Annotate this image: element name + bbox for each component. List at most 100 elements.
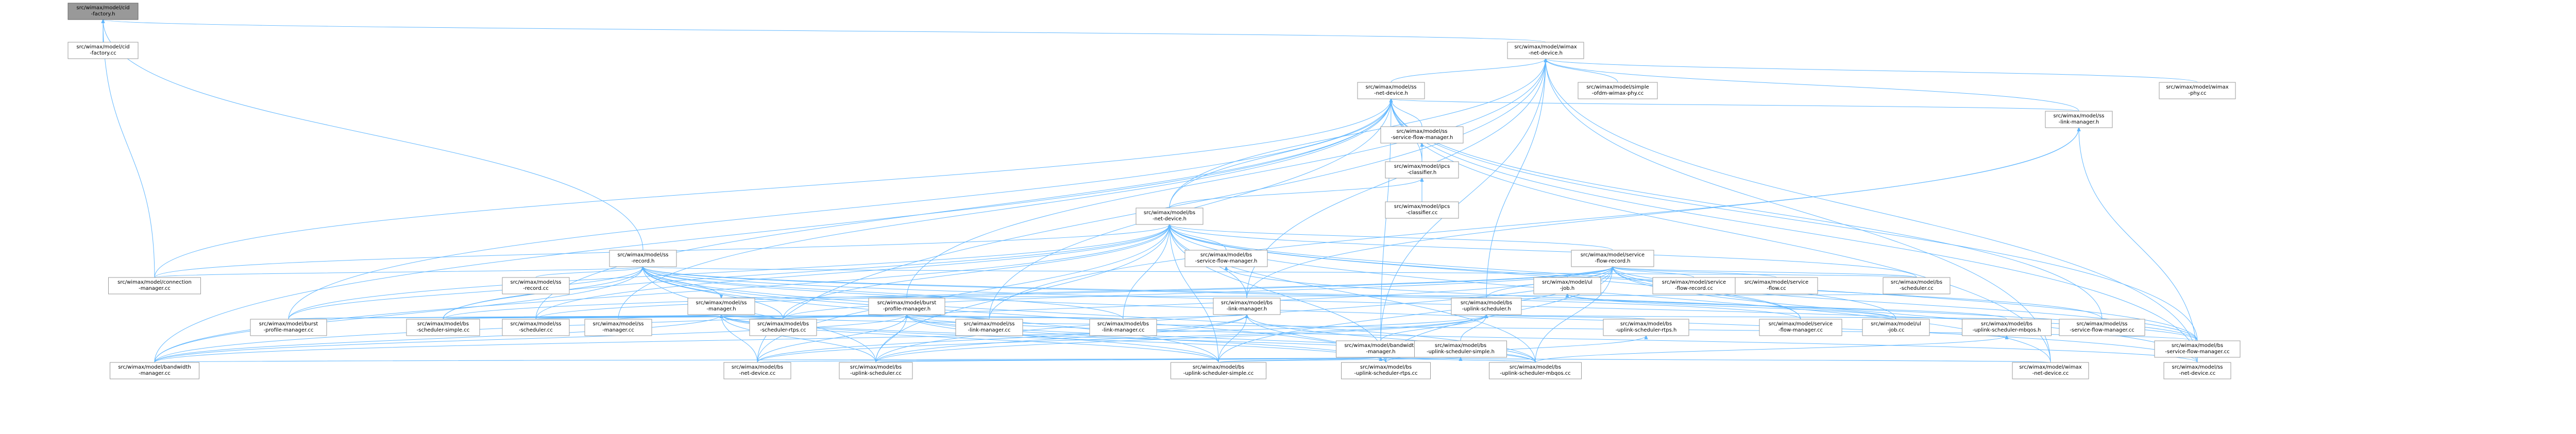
edge-bsussimcc-to-bsussimh bbox=[1218, 357, 1461, 363]
node-sslmh[interactable]: src/wimax/model/ss-link-manager.h bbox=[2045, 111, 2113, 128]
edge-bslmcc-to-bslmh bbox=[1123, 315, 1247, 320]
node-ssfmcc[interactable]: src/wimax/model/ss-service-flow-manager.… bbox=[2059, 319, 2145, 336]
edge-sfmcc-to-bsnd bbox=[1170, 224, 1801, 320]
node-ulpdh[interactable]: src/wimax/model/ul-job.h bbox=[1533, 277, 1601, 294]
edge-bsuscc-to-bsush bbox=[875, 315, 1486, 363]
node-label: -net-device.h bbox=[1153, 216, 1187, 222]
node-wnd[interactable]: src/wimax/model/wimax-net-device.h bbox=[1507, 42, 1584, 59]
node-box bbox=[1184, 250, 1268, 267]
node-sfrech[interactable]: src/wimax/model/service-flow-record.h bbox=[1571, 250, 1654, 267]
node-bsusmbqoscc[interactable]: src/wimax/model/bs-uplink-scheduler-mbqo… bbox=[1489, 362, 1582, 379]
edge-bsussimcc-to-bslmh bbox=[1218, 315, 1247, 363]
node-label: src/wimax/model/bs bbox=[1620, 321, 1672, 327]
node-box bbox=[1213, 298, 1281, 315]
edge-conncc-to-ssrech bbox=[154, 267, 643, 278]
node-sfreccc[interactable]: src/wimax/model/service-flow-record.cc bbox=[1652, 277, 1736, 294]
edge-bwmcc-to-ssrech bbox=[154, 267, 643, 363]
node-label: -job.h bbox=[1560, 286, 1574, 291]
node-wphy[interactable]: src/wimax/model/wimax-phy.cc bbox=[2159, 82, 2236, 99]
node-label: src/wimax/model/bs bbox=[732, 364, 783, 370]
node-bsnd[interactable]: src/wimax/model/bs-net-device.h bbox=[1136, 207, 1204, 225]
node-ssreccc[interactable]: src/wimax/model/ss-record.cc bbox=[502, 277, 570, 294]
edge-bsndcc-to-bslmh bbox=[757, 315, 1247, 363]
node-ssschcc[interactable]: src/wimax/model/ss-scheduler.cc bbox=[502, 319, 570, 336]
node-ffcc[interactable]: src/wimax/model/cid-factory.cc bbox=[67, 42, 139, 59]
node-label: -ofdm-wimax-phy.cc bbox=[1592, 91, 1644, 96]
node-ulpdcc[interactable]: src/wimax/model/ul-job.cc bbox=[1862, 319, 1930, 336]
node-label: src/wimax/model/bandwidth bbox=[1344, 343, 1417, 349]
edge-wndcc-to-bwmh bbox=[1381, 357, 2051, 363]
node-bsfmcc[interactable]: src/wimax/model/bs-service-flow-manager.… bbox=[2154, 340, 2241, 358]
edge-ulpdcc-to-bsnd bbox=[1170, 224, 1896, 320]
node-sfmcc[interactable]: src/wimax/model/service-flow-manager.cc bbox=[1759, 319, 1842, 336]
node-label: src/wimax/model/wimax bbox=[1514, 44, 1577, 50]
node-bslmh[interactable]: src/wimax/model/bs-link-manager.h bbox=[1213, 298, 1281, 315]
node-label: -factory.cc bbox=[90, 50, 116, 56]
node-ssndcc[interactable]: src/wimax/model/ss-net-device.cc bbox=[2163, 362, 2231, 379]
node-ssrech[interactable]: src/wimax/model/ss-record.h bbox=[609, 250, 677, 267]
node-burstpfh[interactable]: src/wimax/model/burst-profile-manager.h bbox=[868, 298, 945, 315]
node-ssndh[interactable]: src/wimax/model/ss-net-device.h bbox=[1357, 82, 1425, 99]
node-ssmcc[interactable]: src/wimax/model/ss-manager.cc bbox=[584, 319, 652, 336]
edge-wphy-to-wnd bbox=[1546, 59, 2198, 83]
node-label: src/wimax/model/service bbox=[1662, 280, 1726, 285]
node-ofdm[interactable]: src/wimax/model/simple-ofdm-wimax-phy.cc bbox=[1578, 82, 1658, 99]
edge-conncc-to-ff bbox=[103, 20, 155, 278]
node-label: src/wimax/model/bs bbox=[1200, 252, 1252, 258]
node-bslmcc[interactable]: src/wimax/model/bs-link-manager.cc bbox=[1089, 319, 1157, 336]
node-bsusrtpscc[interactable]: src/wimax/model/bs-uplink-scheduler-rtps… bbox=[1341, 362, 1431, 379]
edge-burstpfcc-to-bsnd bbox=[288, 224, 1170, 320]
node-sslmcc[interactable]: src/wimax/model/ss-link-manager.cc bbox=[955, 319, 1023, 336]
node-bsussimcc[interactable]: src/wimax/model/bs-uplink-scheduler-simp… bbox=[1171, 362, 1266, 379]
node-box bbox=[1862, 319, 1930, 336]
node-label: -manager.cc bbox=[139, 286, 171, 291]
node-label: -manager.cc bbox=[139, 371, 171, 376]
node-bsusrtpsh[interactable]: src/wimax/model/bs-uplink-scheduler-rtps… bbox=[1603, 319, 1689, 336]
node-bwmcc[interactable]: src/wimax/model/bandwidth-manager.cc bbox=[110, 362, 199, 379]
node-ipcscc[interactable]: src/wimax/model/ipcs-classifier.cc bbox=[1385, 201, 1459, 219]
node-sfcc[interactable]: src/wimax/model/service-flow.cc bbox=[1735, 277, 1818, 294]
node-wndcc[interactable]: src/wimax/model/wimax-net-device.cc bbox=[2012, 362, 2089, 379]
node-bsush[interactable]: src/wimax/model/bs-uplink-scheduler.h bbox=[1451, 298, 1522, 315]
edge-bsndcc-to-bsush bbox=[757, 315, 1486, 363]
node-box bbox=[1759, 319, 1842, 336]
edge-bsndcc-to-ssmh bbox=[721, 315, 758, 363]
node-bsussimh[interactable]: src/wimax/model/bs-uplink-scheduler-simp… bbox=[1414, 340, 1507, 358]
node-label: src/wimax/model/ss bbox=[696, 300, 747, 306]
node-box bbox=[67, 3, 139, 20]
edge-sfrech-to-bsnd bbox=[1170, 224, 1613, 251]
node-bsfmh[interactable]: src/wimax/model/bs-service-flow-manager.… bbox=[1184, 250, 1268, 267]
node-label: src/wimax/model/service bbox=[1744, 280, 1808, 285]
node-label: src/wimax/model/ipcs bbox=[1394, 204, 1450, 210]
node-label: -link-manager.cc bbox=[1101, 327, 1144, 333]
node-box bbox=[1571, 250, 1654, 267]
node-box bbox=[1451, 298, 1522, 315]
node-label: src/wimax/model/ss bbox=[510, 321, 561, 327]
node-ssfmh[interactable]: src/wimax/model/ss-service-flow-manager.… bbox=[1380, 126, 1464, 144]
edge-ssndcc-to-wnd bbox=[1546, 59, 2198, 363]
node-label: src/wimax/model/bs bbox=[1360, 364, 1412, 370]
node-bwmh[interactable]: src/wimax/model/bandwidth-manager.h bbox=[1336, 340, 1426, 358]
node-bsschsimcc[interactable]: src/wimax/model/bs-scheduler-simple.cc bbox=[406, 319, 480, 336]
node-bsuscc[interactable]: src/wimax/model/bs-uplink-scheduler.cc bbox=[839, 362, 913, 379]
edge-bsuscc-to-ssmh bbox=[721, 315, 876, 363]
node-ssmh[interactable]: src/wimax/model/ss-manager.h bbox=[687, 298, 755, 315]
node-box bbox=[749, 319, 817, 336]
edge-ssndcc-to-ssndh bbox=[1391, 99, 2198, 363]
node-bsschcc[interactable]: src/wimax/model/bs-scheduler.cc bbox=[1883, 277, 1951, 294]
node-box bbox=[2045, 111, 2113, 128]
node-label: src/wimax/model/bs bbox=[1510, 364, 1561, 370]
node-ff[interactable]: src/wimax/model/cid-factory.h bbox=[67, 3, 139, 20]
edge-bsschcc-to-sfrech bbox=[1613, 267, 1917, 278]
node-conncc[interactable]: src/wimax/model/connection-manager.cc bbox=[108, 277, 201, 294]
node-bsusmbqosh[interactable]: src/wimax/model/bs-uplink-scheduler-mbqo… bbox=[1962, 319, 2052, 336]
node-label: -manager.h bbox=[706, 306, 736, 312]
node-ipcsh[interactable]: src/wimax/model/ipcs-classifier.h bbox=[1385, 161, 1459, 179]
node-box bbox=[1883, 277, 1951, 294]
node-burstpfcc[interactable]: src/wimax/model/burst-profile-manager.cc bbox=[250, 319, 327, 336]
node-label: src/wimax/model/bs bbox=[1221, 300, 1273, 306]
node-bsschrtpscc[interactable]: src/wimax/model/bs-scheduler-rtps.cc bbox=[749, 319, 817, 336]
node-label: -service-flow-manager.cc bbox=[2070, 327, 2134, 333]
node-bsndcc[interactable]: src/wimax/model/bs-net-device.cc bbox=[723, 362, 791, 379]
node-box bbox=[609, 250, 677, 267]
